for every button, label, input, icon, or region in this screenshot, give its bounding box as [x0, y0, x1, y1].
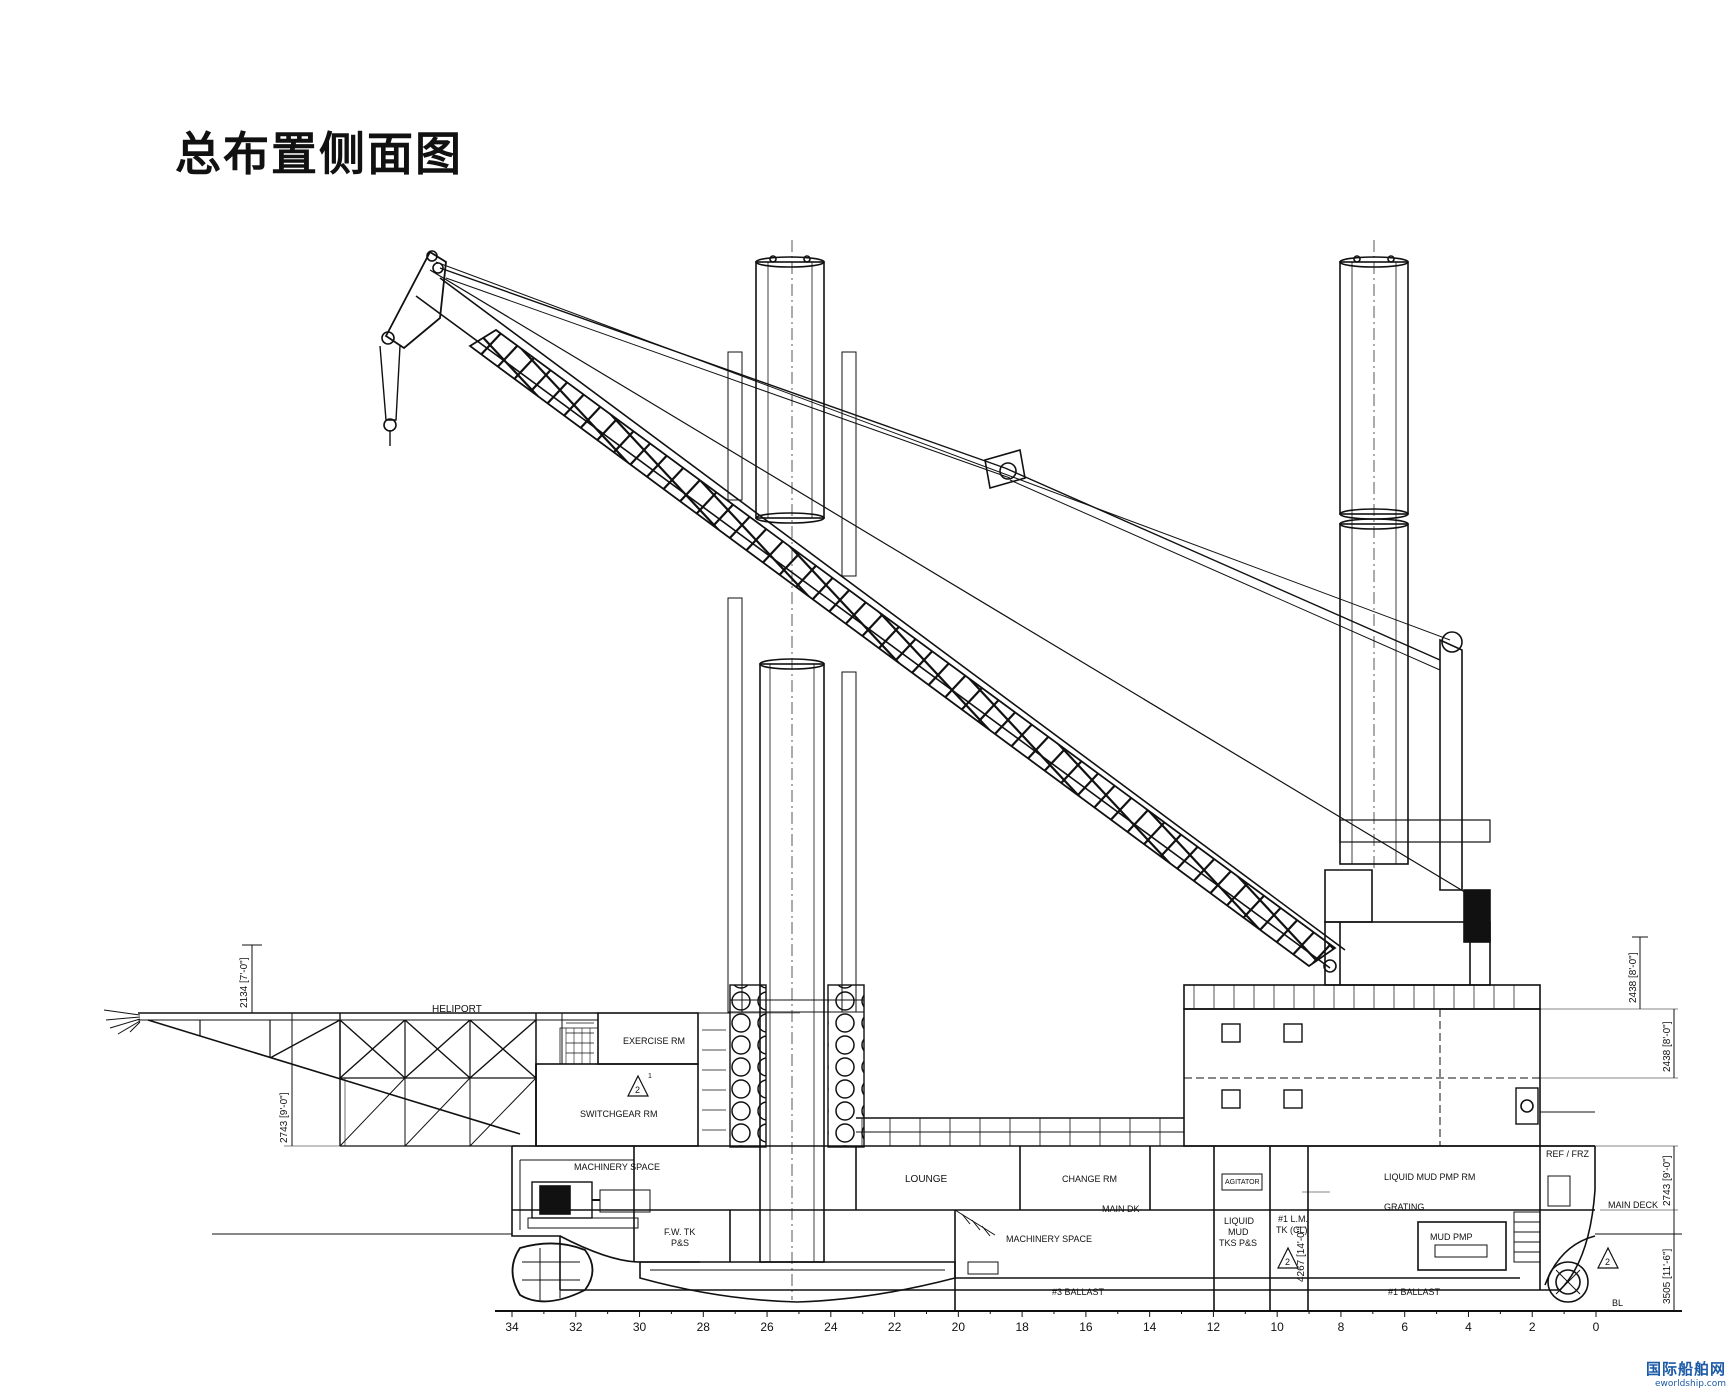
label-heliport: HELIPORT	[432, 1004, 482, 1015]
dim-2134: 2134 [7'-0"]	[239, 957, 250, 1008]
label-main-deck: MAIN DECK	[1608, 1200, 1658, 1210]
frame-tick-label: 20	[952, 1320, 966, 1334]
rev-tri-3-num: 2	[1605, 1257, 1610, 1267]
label-liquid-mud-pmp-rm: LIQUID MUD PMP RM	[1384, 1172, 1475, 1182]
label-ref-frz: REF / FRZ	[1546, 1149, 1589, 1159]
label-fw-tk: F.W. TK	[664, 1227, 695, 1237]
hull	[212, 1111, 1682, 1312]
label-mud: MUD	[1228, 1227, 1249, 1237]
frame-tick-label: 10	[1270, 1320, 1284, 1334]
label-lm-tk-cl: TK (CL)	[1276, 1225, 1308, 1235]
label-grating: GRATING	[1384, 1202, 1424, 1212]
dim-2743-aft: 2743 [9'-0"]	[279, 1092, 290, 1143]
jack-leg-fwd	[1339, 240, 1409, 870]
frame-tick-label: 14	[1143, 1320, 1157, 1334]
jack-leg-aft	[727, 240, 865, 1300]
crane	[379, 250, 1491, 986]
label-change-rm: CHANGE RM	[1062, 1174, 1117, 1184]
watermark: 国际船舶网 eworldship.com	[1646, 1358, 1726, 1389]
frame-tick-label: 2	[1529, 1320, 1536, 1334]
rev-tri-1-num: 2	[635, 1085, 640, 1095]
frame-tick-label: 6	[1401, 1320, 1408, 1334]
label-tks-ps: TKS P&S	[1219, 1238, 1257, 1248]
dimension-labels: 2134 [7'-0"] 2743 [9'-0"] 2438 [8'-0"] 2…	[239, 952, 1673, 1304]
dimensions	[242, 936, 1678, 1311]
frame-tick-label: 30	[633, 1320, 647, 1334]
label-fw-tk-ps: P&S	[671, 1238, 689, 1248]
revision-markers: 2 1 2 2	[627, 1073, 1619, 1269]
page-title: 总布置侧面图	[175, 127, 463, 181]
heliport	[103, 1009, 599, 1147]
label-agitator: AGITATOR	[1225, 1179, 1260, 1186]
label-machinery-space-aft: MACHINERY SPACE	[1006, 1234, 1092, 1244]
frame-tick-label: 16	[1079, 1320, 1093, 1334]
fwd-superstructure	[1183, 984, 1541, 1191]
label-main-dk: MAIN DK	[1102, 1204, 1140, 1214]
label-lm-tk: #1 L.M.	[1278, 1214, 1308, 1224]
frame-tick-label: 26	[760, 1320, 774, 1334]
rev-tri-1-sup: 1	[648, 1073, 652, 1080]
frame-tick-label: 18	[1015, 1320, 1029, 1334]
label-mud-pmp: MUD PMP	[1430, 1232, 1473, 1242]
label-lounge: LOUNGE	[905, 1174, 948, 1185]
label-liquid: LIQUID	[1224, 1216, 1255, 1226]
frame-tick-label: 4	[1465, 1320, 1472, 1334]
label-bl: BL	[1612, 1298, 1623, 1308]
label-exercise-rm: EXERCISE RM	[623, 1036, 685, 1046]
watermark-en: eworldship.com	[1654, 1379, 1726, 1389]
room-labels: HELIPORT EXERCISE RM SWITCHGEAR RM MACHI…	[432, 1004, 1658, 1308]
label-ballast-1: #1 BALLAST	[1388, 1287, 1441, 1297]
label-machinery-space-fwd: MACHINERY SPACE	[574, 1162, 660, 1172]
frame-tick-label: 22	[888, 1320, 902, 1334]
frame-tick-label: 32	[569, 1320, 583, 1334]
frame-tick-label: 0	[1593, 1320, 1600, 1334]
label-switchgear-rm: SWITCHGEAR RM	[580, 1109, 658, 1119]
dim-3505: 3505 [11'-6"]	[1662, 1248, 1673, 1304]
dim-2438-upper: 2438 [8'-0"]	[1628, 952, 1639, 1003]
frame-tick-label: 34	[505, 1320, 519, 1334]
dim-4267: 4267 [14'-0"]	[1296, 1226, 1307, 1282]
dim-2743-fwd: 2743 [9'-0"]	[1662, 1155, 1673, 1206]
dim-2438-lower: 2438 [8'-0"]	[1662, 1021, 1673, 1072]
label-ballast-3: #3 BALLAST	[1052, 1287, 1105, 1297]
frame-tick-label: 24	[824, 1320, 838, 1334]
watermark-cn: 国际船舶网	[1645, 1360, 1726, 1378]
frame-tick-label: 28	[697, 1320, 711, 1334]
rev-tri-2-num: 2	[1285, 1257, 1290, 1267]
frame-tick-label: 8	[1338, 1320, 1345, 1334]
frame-tick-label: 12	[1207, 1320, 1221, 1334]
